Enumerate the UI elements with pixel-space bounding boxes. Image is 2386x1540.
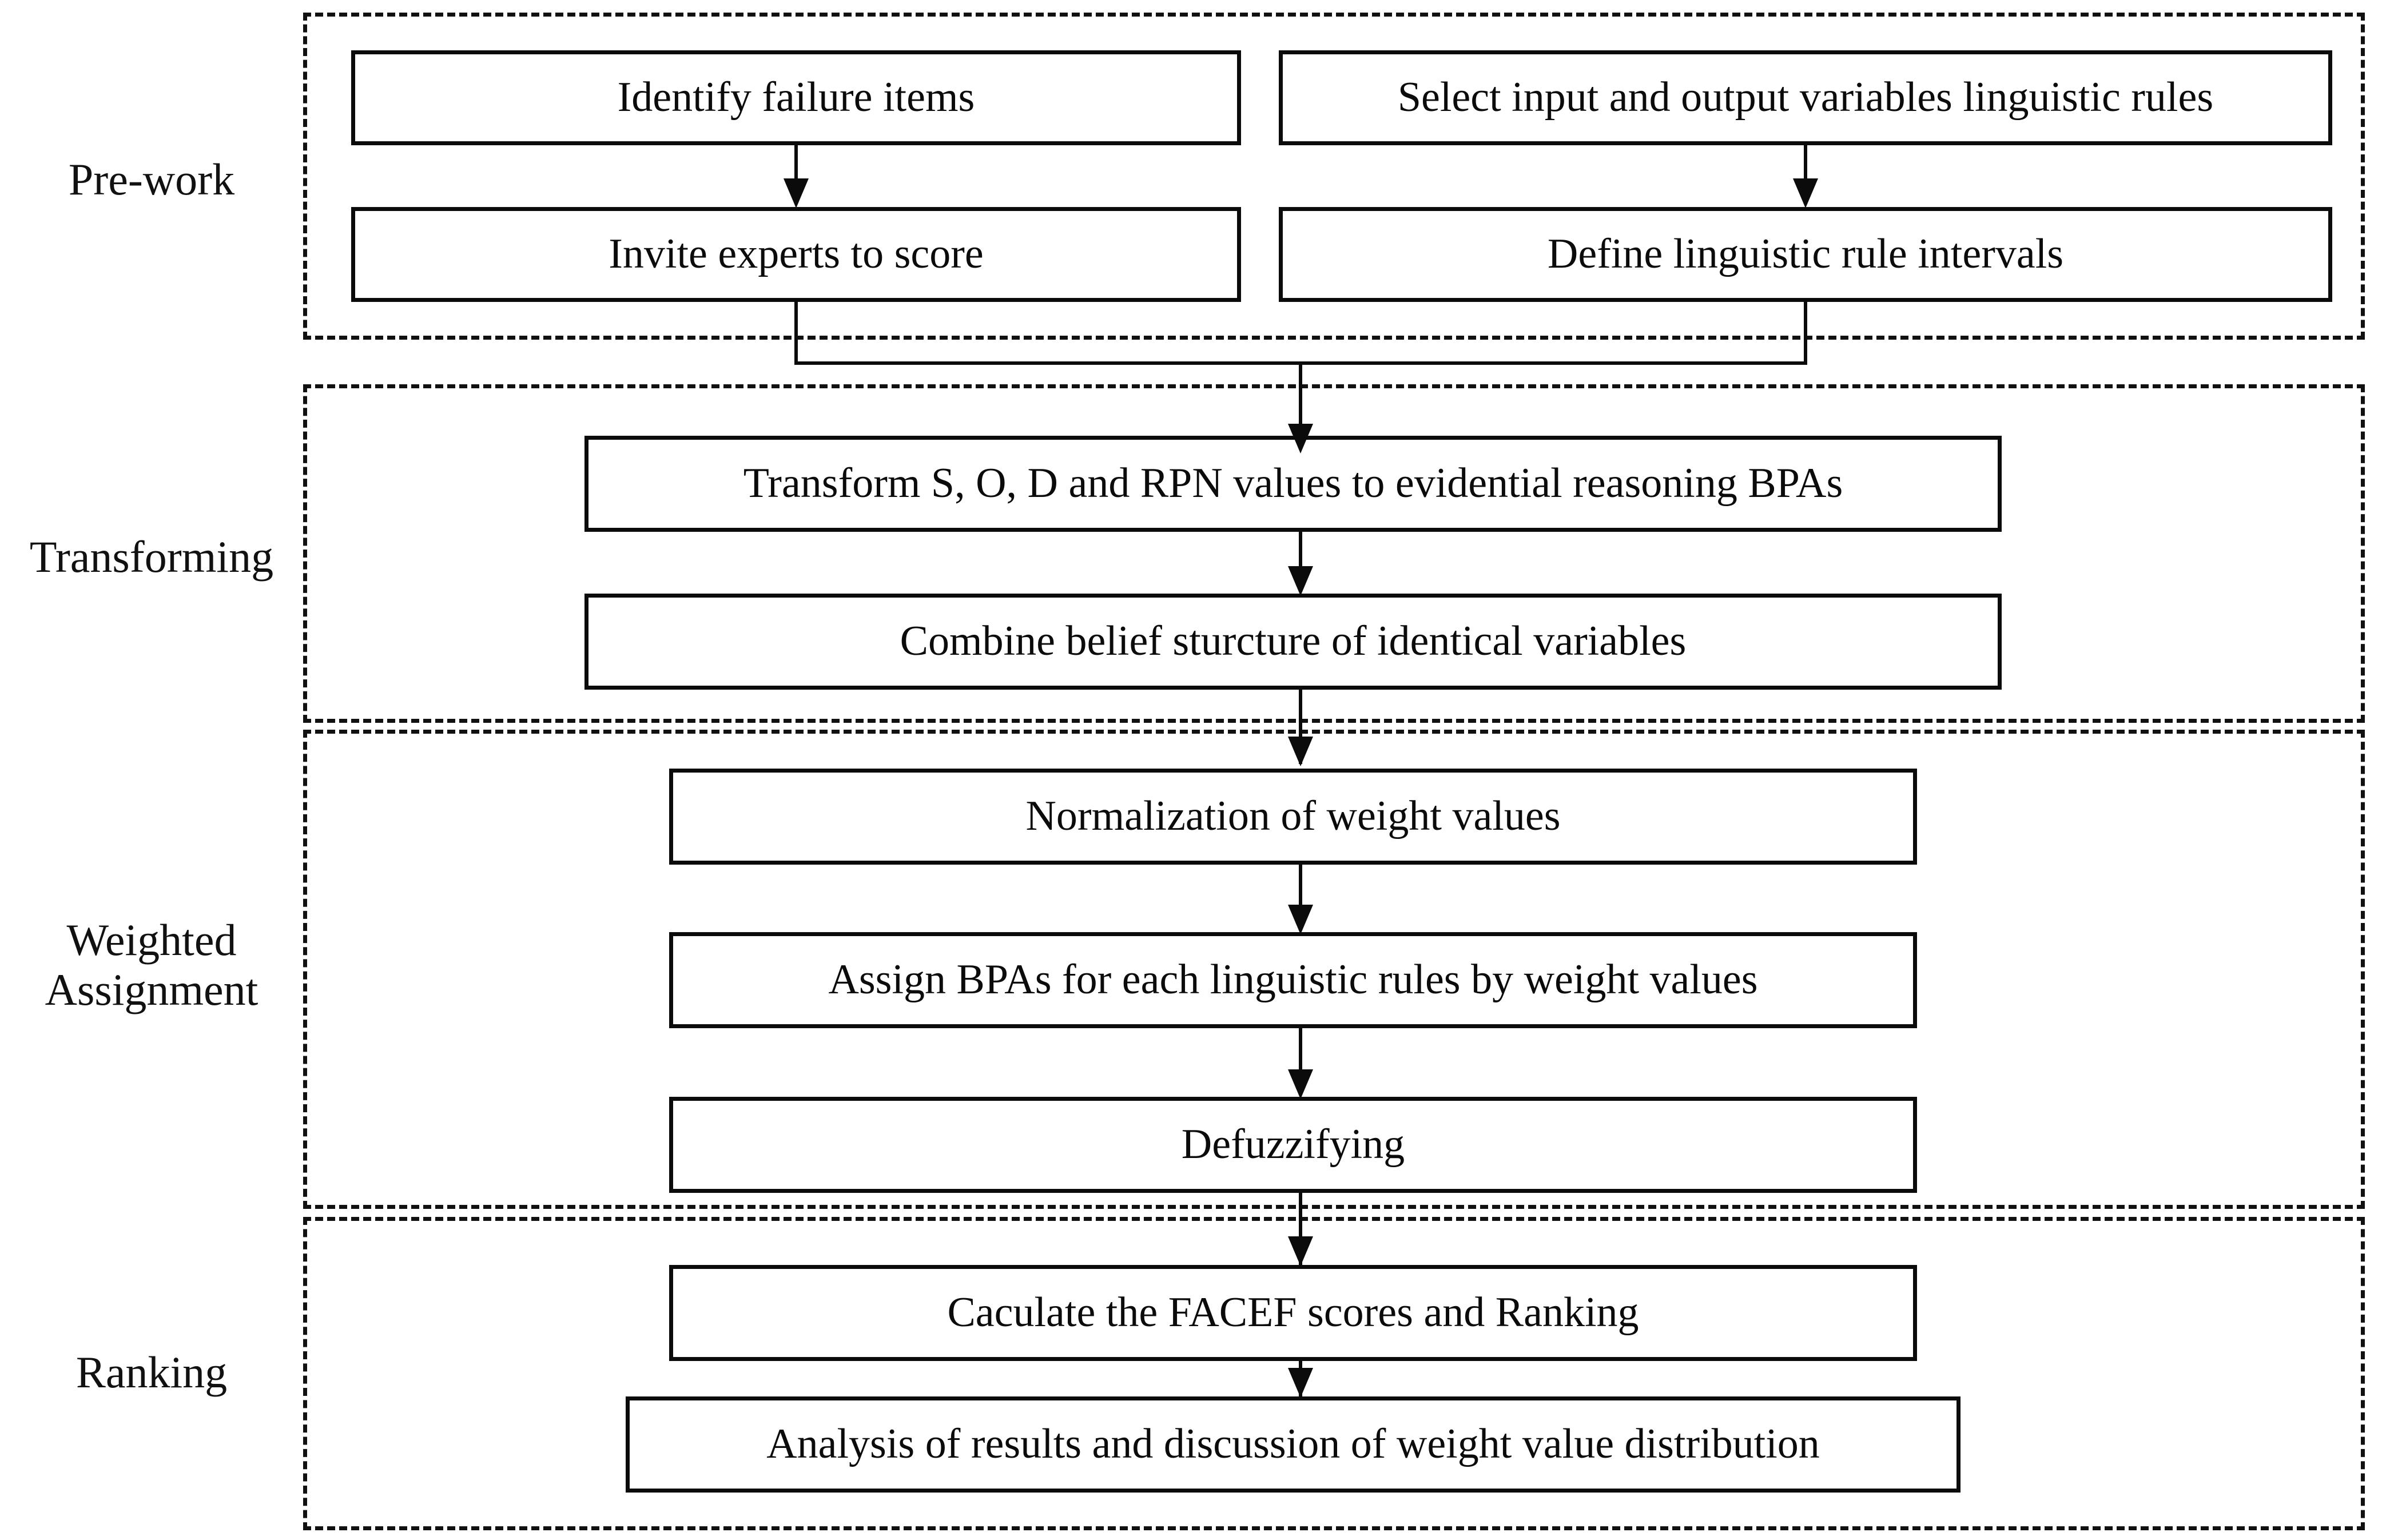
box-normalization-weights[interactable]: Normalization of weight values <box>669 769 1917 865</box>
box-assign-bpas[interactable]: Assign BPAs for each linguistic rules by… <box>669 932 1917 1028</box>
box-calculate-facef[interactable]: Caculate the FACEF scores and Ranking <box>669 1265 1917 1361</box>
box-select-variables-rules[interactable]: Select input and output variables lingui… <box>1279 50 2332 145</box>
arrow-identify-to-invite-line <box>794 145 798 185</box>
arrow-combine-to-normalization-head <box>1288 737 1313 766</box>
box-analysis-results[interactable]: Analysis of results and discussion of we… <box>626 1396 1961 1493</box>
arrow-defuzzifying-to-calculate-line <box>1299 1193 1302 1265</box>
arrow-normalization-to-assign-head <box>1288 905 1313 934</box>
merge-to-transform-line <box>1299 365 1302 431</box>
lane-label-ranking: Ranking <box>75 1347 228 1397</box>
arrow-defuzzifying-to-calculate-head <box>1288 1236 1313 1266</box>
merge-right-drop-line <box>1804 302 1807 365</box>
lane-label-pre-work: Pre-work <box>68 154 235 204</box>
lane-ranking <box>303 1217 2365 1530</box>
arrow-combine-to-normalization-line <box>1299 690 1302 764</box>
box-invite-experts[interactable]: Invite experts to score <box>351 207 1241 302</box>
lane-label-transforming: Transforming <box>29 532 274 582</box>
merge-to-transform-head <box>1288 424 1313 453</box>
arrow-assign-to-defuzzifying-line <box>1299 1028 1302 1075</box>
lane-label-weighted-line1: Weighted <box>66 915 237 965</box>
lane-transforming <box>303 384 2365 723</box>
box-combine-belief-structure[interactable]: Combine belief sturcture of identical va… <box>584 594 2002 690</box>
lane-weighted-assignment <box>303 730 2365 1209</box>
arrow-identify-to-invite-head <box>784 178 809 208</box>
arrow-transform-to-combine-line <box>1299 532 1302 573</box>
arrow-select-to-define-line <box>1804 145 1807 185</box>
arrow-assign-to-defuzzifying-head <box>1288 1069 1313 1099</box>
box-identify-failure-items[interactable]: Identify failure items <box>351 50 1241 145</box>
lane-label-weighted-assignment: Weighted Assignment <box>17 915 286 1015</box>
lane-pre-work <box>303 13 2365 340</box>
arrow-select-to-define-head <box>1793 178 1818 208</box>
box-define-rule-intervals[interactable]: Define linguistic rule intervals <box>1279 207 2332 302</box>
arrow-normalization-to-assign-line <box>1299 865 1302 912</box>
arrow-calculate-to-analysis-head <box>1288 1368 1313 1398</box>
box-transform-values-bpas[interactable]: Transform S, O, D and RPN values to evid… <box>584 436 2002 532</box>
lane-label-weighted-line2: Assignment <box>45 965 259 1015</box>
merge-left-drop-line <box>794 302 798 365</box>
arrow-transform-to-combine-head <box>1288 566 1313 596</box>
box-defuzzifying[interactable]: Defuzzifying <box>669 1097 1917 1193</box>
merge-join-line <box>794 361 1807 365</box>
